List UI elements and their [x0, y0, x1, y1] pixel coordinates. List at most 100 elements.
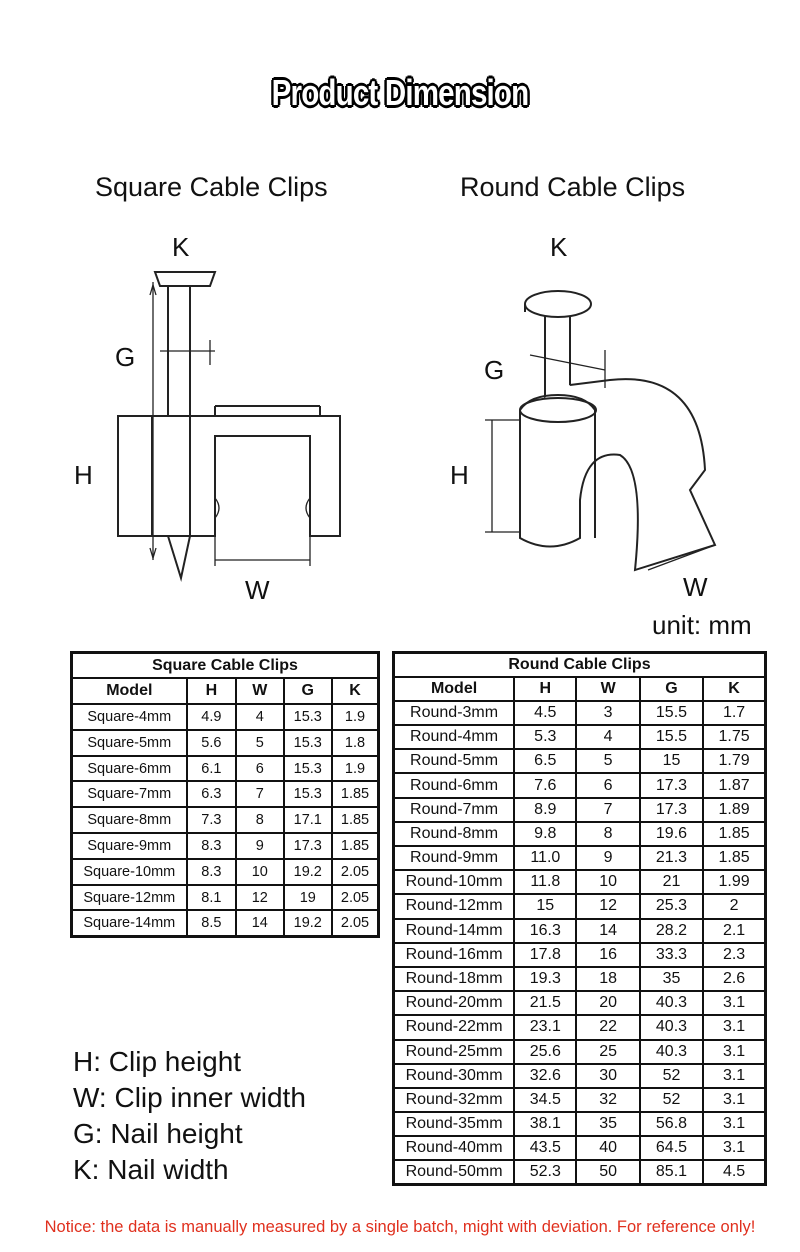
table-cell: 38.1 — [513, 1111, 578, 1138]
table-cell: Round-50mm — [392, 1159, 516, 1186]
table-cell: 1.99 — [702, 869, 767, 896]
table-cell: 9.8 — [513, 820, 578, 848]
table-cell: 1.89 — [702, 796, 767, 823]
table-cell: 17.1 — [282, 806, 334, 835]
table-cell: 56.8 — [638, 1111, 705, 1138]
square-clip-diagram — [117, 271, 341, 582]
table-cell: 7 — [575, 796, 641, 823]
table-cell: 40 — [575, 1135, 641, 1162]
table-cell: Round-5mm — [392, 748, 516, 775]
column-header: H — [185, 677, 238, 706]
table-cell: Round-3mm — [392, 699, 516, 727]
table-cell: 34.5 — [513, 1086, 578, 1114]
column-header: W — [575, 675, 641, 702]
table-cell: 3.1 — [702, 1038, 767, 1065]
table-cell: 16 — [575, 941, 641, 968]
table-cell: 6.3 — [185, 780, 238, 809]
table-cell: 5.6 — [185, 728, 238, 757]
table-cell: 1.85 — [702, 844, 767, 872]
table-cell: 85.1 — [638, 1159, 705, 1186]
round-w-label: W — [683, 572, 708, 602]
table-cell: 1.9 — [331, 754, 380, 783]
table-cell: 2.05 — [331, 883, 380, 912]
table-cell: 35 — [575, 1111, 641, 1138]
table-cell: 8.1 — [185, 883, 238, 912]
table-cell: Round-6mm — [392, 772, 516, 799]
table-cell: 3.1 — [702, 1135, 767, 1162]
table-cell: Square-5mm — [70, 728, 188, 757]
table-cell: Square-14mm — [70, 909, 188, 938]
table-cell: 2.6 — [702, 965, 767, 993]
table-cell: 6.1 — [185, 754, 238, 783]
table-cell: 52 — [638, 1062, 705, 1089]
table-cell: 19.3 — [513, 965, 578, 993]
table-cell: 21.3 — [638, 844, 705, 872]
table-cell: 4 — [235, 703, 285, 731]
table-cell: 16.3 — [513, 917, 578, 944]
table-cell: 1.85 — [331, 832, 380, 860]
table-cell: 17.3 — [638, 796, 705, 823]
table-cell: 15.3 — [282, 780, 334, 809]
table-cell: Square-8mm — [70, 806, 188, 835]
table-cell: 8.5 — [185, 909, 238, 938]
page-title: Product Dimension — [271, 72, 530, 113]
table-cell: 14 — [235, 909, 285, 938]
table-cell: 1.85 — [702, 820, 767, 848]
table-cell: 32 — [575, 1086, 641, 1114]
legend-k: K: Nail width — [73, 1154, 229, 1185]
table-cell: 15.5 — [638, 699, 705, 727]
table-cell: 28.2 — [638, 917, 705, 944]
table-cell: 10 — [575, 869, 641, 896]
table-cell: Round-18mm — [392, 965, 516, 993]
table-cell: 33.3 — [638, 941, 705, 968]
table-cell: Round-7mm — [392, 796, 516, 823]
notice-text: Notice: the data is manually measured by… — [44, 1218, 756, 1236]
table-caption: Square Cable Clips — [70, 651, 380, 680]
table-cell: Square-6mm — [70, 754, 188, 783]
table-cell: 11.0 — [513, 844, 578, 872]
table-cell: 19.2 — [282, 857, 334, 886]
table-cell: 11.8 — [513, 869, 578, 896]
table-cell: 1.85 — [331, 806, 380, 835]
table-cell: 22 — [575, 1014, 641, 1041]
table-cell: 12 — [575, 893, 641, 920]
table-cell: 25.6 — [513, 1038, 578, 1065]
table-cell: 17.3 — [638, 772, 705, 799]
table-cell: 14 — [575, 917, 641, 944]
table-cell: Round-4mm — [392, 724, 516, 751]
table-cell: Square-12mm — [70, 883, 188, 912]
table-cell: 6.5 — [513, 748, 578, 775]
round-g-label: G — [484, 355, 505, 385]
table-cell: 1.7 — [702, 699, 767, 727]
table-cell: 3.1 — [702, 1014, 767, 1041]
column-header: K — [331, 677, 380, 706]
table-cell: 12 — [235, 883, 285, 912]
table-cell: 2.1 — [702, 917, 767, 944]
table-cell: 20 — [575, 990, 641, 1017]
table-cell: 9 — [575, 844, 641, 872]
table-cell: 8.9 — [513, 796, 578, 823]
table-cell: 50 — [575, 1159, 641, 1186]
